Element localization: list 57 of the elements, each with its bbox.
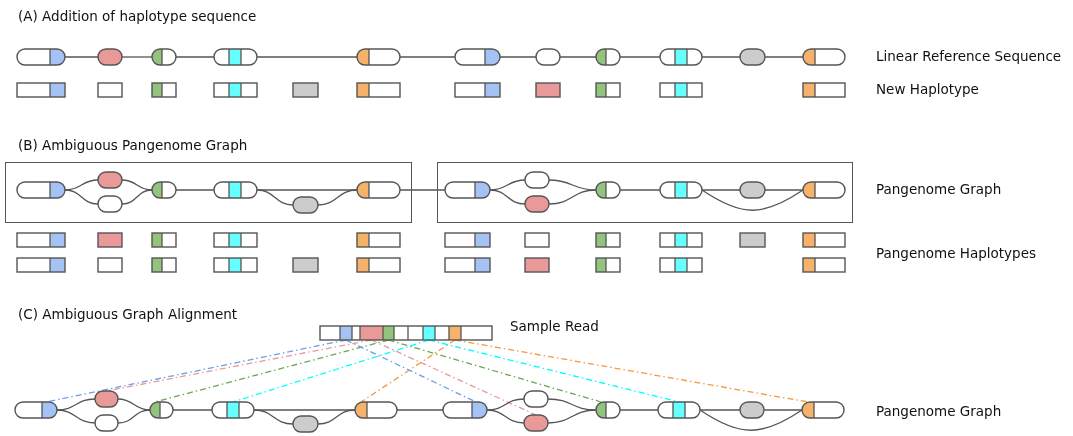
connector-line bbox=[619, 189, 661, 191]
connector-line bbox=[764, 56, 804, 58]
connector-line bbox=[253, 409, 294, 425]
connector-line bbox=[619, 56, 661, 58]
connector-line bbox=[699, 409, 741, 411]
connector-line bbox=[701, 189, 804, 211]
connector-line bbox=[253, 409, 356, 411]
row-label: Pangenome Graph bbox=[876, 181, 1002, 197]
connector-line bbox=[64, 189, 99, 205]
connector-line bbox=[317, 409, 356, 425]
connector-line bbox=[117, 409, 151, 424]
connector-line bbox=[256, 189, 358, 191]
connector-line bbox=[396, 409, 444, 411]
connector-line bbox=[489, 179, 526, 191]
connector-line bbox=[399, 56, 456, 58]
connector-line bbox=[56, 409, 96, 424]
connector-line bbox=[489, 189, 526, 205]
connector-line bbox=[547, 398, 597, 411]
connector-line bbox=[763, 409, 803, 411]
connector-line bbox=[175, 189, 215, 191]
connector-line bbox=[64, 56, 99, 58]
connector-line bbox=[117, 398, 151, 411]
node-caption: Sample Read bbox=[510, 318, 599, 334]
connector-line bbox=[399, 189, 446, 191]
connector-line bbox=[172, 409, 213, 411]
connector-line bbox=[619, 409, 659, 411]
panel-heading: (C) Ambiguous Graph Alignment bbox=[18, 306, 238, 322]
panel-heading: (B) Ambiguous Pangenome Graph bbox=[18, 137, 248, 153]
connector-line bbox=[121, 189, 153, 205]
connector-line bbox=[175, 56, 215, 58]
connector-line bbox=[56, 398, 96, 411]
connector-line bbox=[121, 179, 153, 191]
connector-line bbox=[548, 189, 597, 205]
connector-line bbox=[486, 398, 525, 411]
connector-line bbox=[121, 56, 153, 58]
connector-line bbox=[701, 56, 741, 58]
alignment-line bbox=[370, 339, 537, 416]
connector-line bbox=[699, 409, 803, 431]
connector-line bbox=[64, 179, 99, 191]
cluster-frame bbox=[437, 162, 853, 223]
connector-line bbox=[547, 409, 597, 424]
row-label: New Haplotype bbox=[876, 81, 979, 97]
cluster-frame bbox=[5, 162, 412, 223]
connector-line bbox=[317, 189, 358, 206]
row-label: Linear Reference Sequence bbox=[876, 48, 1062, 64]
connector-line bbox=[559, 56, 597, 58]
connector-line bbox=[486, 409, 525, 424]
alignment-line bbox=[360, 339, 456, 403]
connector-line bbox=[256, 56, 358, 58]
panel-heading: (A) Addition of haplotype sequence bbox=[18, 8, 257, 24]
connector-line bbox=[701, 189, 741, 191]
connector-line bbox=[499, 56, 537, 58]
connector-line bbox=[764, 189, 804, 191]
connector-line bbox=[548, 179, 597, 191]
row-label: Pangenome Haplotypes bbox=[876, 245, 1036, 261]
connector-line bbox=[256, 189, 294, 206]
row-label: Pangenome Graph bbox=[876, 403, 1002, 419]
